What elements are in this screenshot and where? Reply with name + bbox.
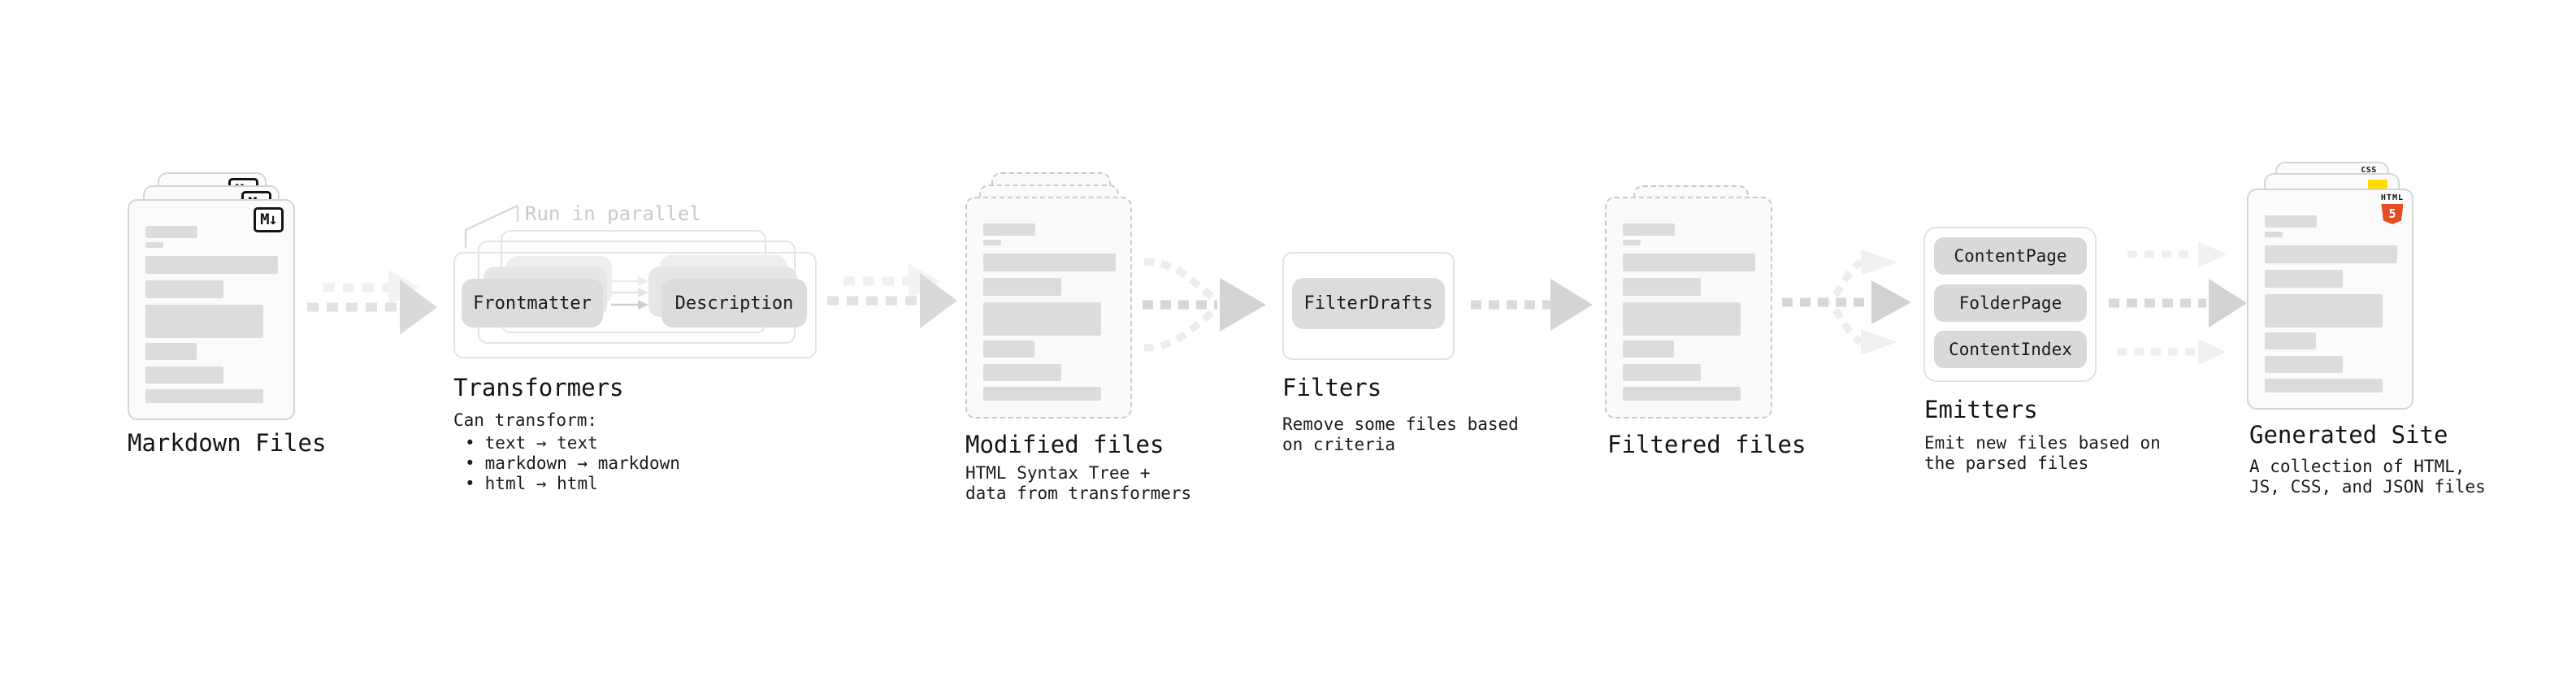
subtitle-line: HTML Syntax Tree + bbox=[965, 463, 1151, 483]
bullet-text: html → html bbox=[484, 474, 598, 493]
skeleton-line bbox=[1623, 240, 1641, 245]
skeleton-line bbox=[145, 280, 223, 298]
html5-badge-label: HTML bbox=[2380, 193, 2404, 202]
arrow-filters-to-filtered-icon bbox=[1471, 279, 1593, 331]
skeleton-line bbox=[983, 340, 1034, 358]
run-in-parallel-note: Run in parallel bbox=[525, 202, 701, 225]
transform-arrow-icon bbox=[611, 300, 648, 310]
bullet-item: • markdown → markdown bbox=[465, 453, 680, 473]
arrow-markdown-to-transformers-icon bbox=[307, 270, 437, 335]
bullet-char: • bbox=[465, 453, 475, 473]
skeleton-line bbox=[2265, 245, 2397, 263]
skeleton-line bbox=[2265, 379, 2383, 393]
description-box: Description bbox=[661, 279, 807, 327]
skeleton-line bbox=[983, 254, 1116, 271]
arrow-modified-to-filters-icon bbox=[1143, 258, 1266, 352]
stage-subtitle: A collection of HTML, JS, CSS, and JSON … bbox=[2249, 457, 2486, 497]
stage-title: Generated Site bbox=[2249, 421, 2448, 449]
bullet-text: markdown → markdown bbox=[484, 453, 680, 473]
skeleton-line bbox=[2265, 332, 2316, 349]
stage-title: Modified files bbox=[965, 431, 1164, 458]
skeleton-line bbox=[983, 278, 1061, 296]
stage-title: Emitters bbox=[1924, 396, 2038, 423]
skeleton-line bbox=[983, 302, 1101, 336]
skeleton-line bbox=[145, 389, 263, 403]
bullet-char: • bbox=[465, 433, 475, 453]
note-leader-line bbox=[464, 204, 519, 248]
document-card-front: M↓ bbox=[128, 199, 295, 420]
skeleton-line bbox=[1623, 340, 1674, 358]
skeleton-line bbox=[145, 343, 197, 360]
document-card-front: HTML 5 bbox=[2247, 189, 2413, 410]
subtitle-line: JS, CSS, and JSON files bbox=[2249, 477, 2486, 497]
subtitle-line: Emit new files based on bbox=[1924, 433, 2161, 453]
document-skeleton bbox=[1623, 198, 1771, 417]
skeleton-line bbox=[145, 367, 223, 384]
stage-title: Transformers bbox=[453, 374, 624, 401]
filterdrafts-box: FilterDrafts bbox=[1292, 278, 1445, 329]
subtitle-line: Remove some files based bbox=[1282, 414, 1519, 434]
skeleton-line bbox=[1623, 364, 1701, 381]
skeleton-line bbox=[983, 387, 1101, 401]
contentpage-box: ContentPage bbox=[1934, 237, 2087, 275]
stage-subtitle: Remove some files based on criteria bbox=[1282, 414, 1519, 455]
bullet-item: • text → text bbox=[465, 433, 598, 453]
stage-caption: Can transform: bbox=[453, 410, 598, 430]
folderpage-box: FolderPage bbox=[1934, 284, 2087, 322]
document-card-front bbox=[1605, 197, 1772, 419]
skeleton-line bbox=[983, 364, 1061, 381]
contentindex-box: ContentIndex bbox=[1934, 331, 2087, 368]
transformer-layer-front bbox=[453, 252, 817, 358]
document-card-front bbox=[965, 197, 1132, 419]
skeleton-line bbox=[1623, 387, 1741, 401]
bullet-char: • bbox=[465, 474, 475, 493]
bullet-text: text → text bbox=[484, 433, 598, 453]
subtitle-line: A collection of HTML, bbox=[2249, 457, 2465, 476]
transform-arrow-icon bbox=[611, 276, 648, 286]
arrow-transformers-to-modified-icon bbox=[827, 263, 957, 328]
skeleton-line bbox=[1623, 278, 1701, 296]
stage-title: Markdown Files bbox=[128, 429, 327, 457]
arrow-emitters-to-generated-icon bbox=[2109, 241, 2247, 365]
skeleton-line bbox=[1623, 223, 1675, 236]
document-skeleton bbox=[983, 198, 1130, 417]
css-badge-label: CSS bbox=[2361, 166, 2377, 175]
stage-subtitle: Emit new files based on the parsed files bbox=[1924, 433, 2161, 474]
skeleton-line bbox=[2265, 356, 2343, 373]
stage-title: Filtered files bbox=[1607, 431, 1806, 458]
document-skeleton bbox=[145, 201, 293, 419]
subtitle-line: data from transformers bbox=[965, 484, 1192, 503]
skeleton-line bbox=[145, 256, 278, 274]
subtitle-line: on criteria bbox=[1282, 435, 1396, 454]
skeleton-line bbox=[1623, 254, 1755, 271]
bullet-item: • html → html bbox=[465, 474, 598, 493]
document-skeleton bbox=[2265, 190, 2412, 408]
skeleton-line bbox=[145, 305, 263, 338]
transform-arrow-icon bbox=[611, 288, 648, 297]
frontmatter-box: Frontmatter bbox=[462, 279, 603, 327]
stage-subtitle: HTML Syntax Tree + data from transformer… bbox=[965, 463, 1191, 504]
skeleton-line bbox=[2265, 270, 2343, 288]
html5-shield: 5 bbox=[2381, 204, 2404, 224]
stage-title: Filters bbox=[1282, 374, 1382, 401]
skeleton-line bbox=[145, 242, 163, 248]
skeleton-line bbox=[983, 240, 1001, 245]
skeleton-line bbox=[983, 223, 1035, 236]
html5-icon: HTML 5 bbox=[2381, 194, 2404, 224]
skeleton-line bbox=[2265, 294, 2383, 327]
skeleton-line bbox=[1623, 302, 1741, 336]
skeleton-line bbox=[2265, 215, 2317, 228]
js-file-icon bbox=[2368, 180, 2387, 191]
skeleton-line bbox=[145, 226, 197, 238]
subtitle-line: the parsed files bbox=[1924, 453, 2089, 473]
arrow-filtered-to-emitters-icon bbox=[1782, 249, 1911, 355]
markdown-icon: M↓ bbox=[254, 207, 284, 232]
skeleton-line bbox=[2265, 232, 2283, 237]
